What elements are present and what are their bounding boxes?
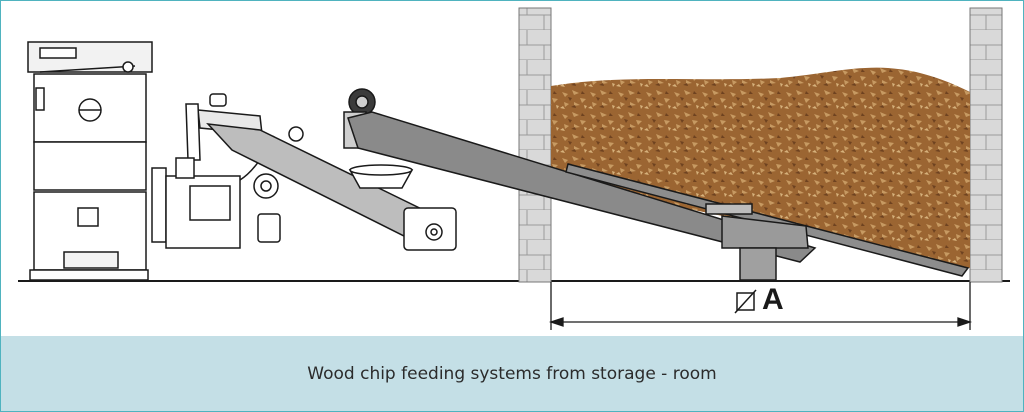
main-auger [347,111,970,281]
feeding-system-diagram [18,7,1010,330]
caption-text: Wood chip feeding systems from storage -… [307,363,717,384]
dimension-label: A [762,283,784,316]
auger-to-burner [206,123,457,251]
square-diameter-symbol [734,289,757,314]
right-wall [969,7,1003,283]
left-wall [518,7,552,283]
dimension-line-a [548,282,973,330]
caption-bar: Wood chip feeding systems from storage -… [1,336,1023,411]
boiler [27,41,153,281]
wood-chip-pile [551,67,970,268]
burner-unit [151,93,281,249]
